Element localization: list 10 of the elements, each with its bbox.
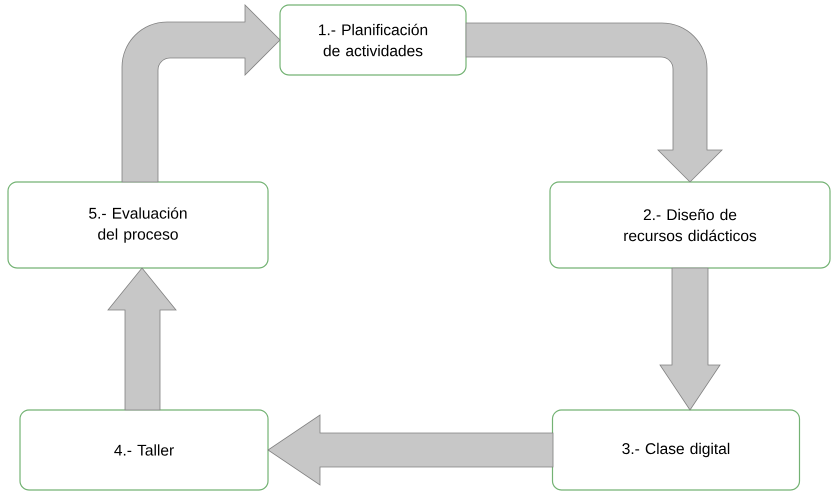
block-arrow: [659, 268, 721, 411]
process-box: 3.- Clase digital: [552, 409, 800, 491]
block-arrow: [107, 267, 177, 410]
block-arrow: [122, 4, 280, 182]
block-arrow: [466, 22, 722, 182]
block-arrow: [267, 414, 554, 486]
process-box: 1.- Planificación de actividades: [279, 4, 467, 76]
process-box: 4.- Taller: [19, 409, 269, 491]
process-box: 5.- Evaluación del proceso: [7, 181, 269, 269]
process-box: 2.- Diseño de recursos didácticos: [549, 181, 831, 269]
